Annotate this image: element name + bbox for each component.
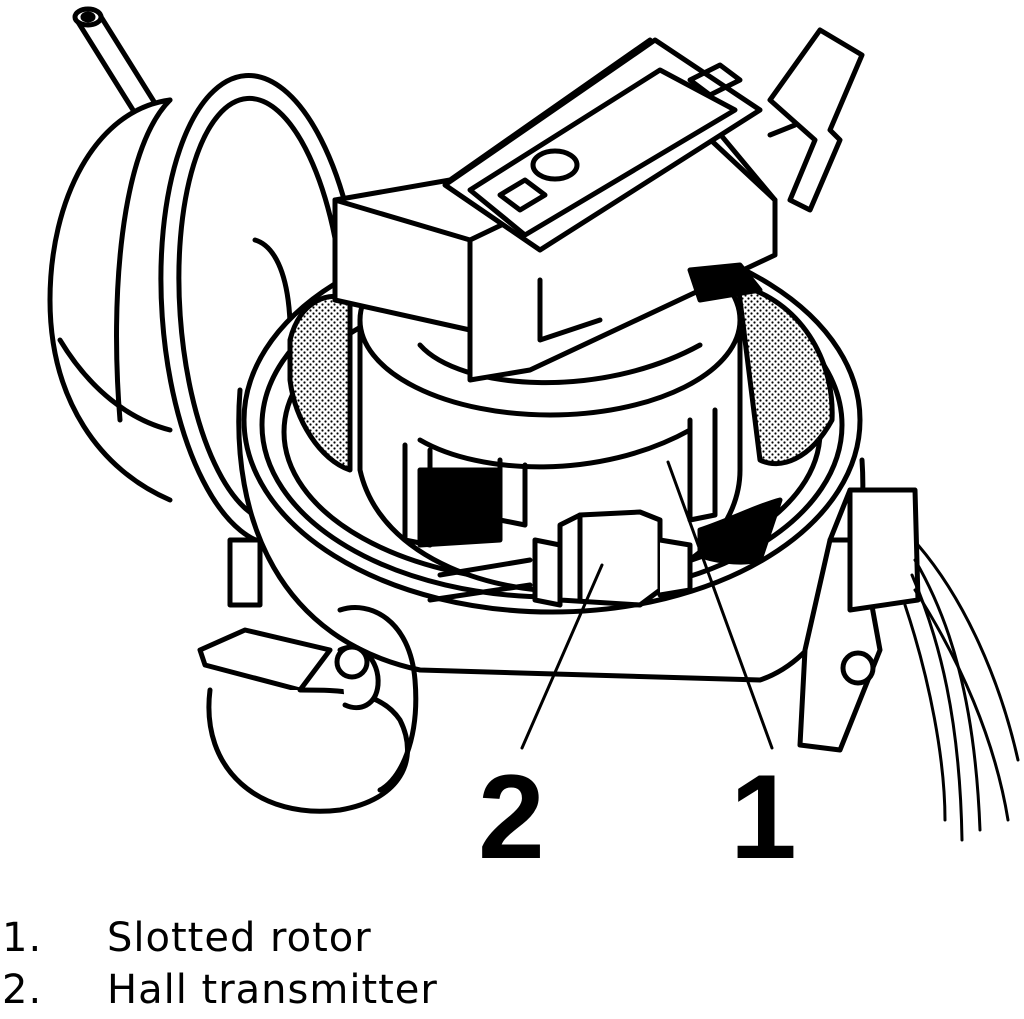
legend-number: 1. <box>2 915 43 961</box>
callout-label-2: 2 <box>478 750 545 880</box>
housing-shadows <box>417 262 783 565</box>
legend: 1. Slotted rotor 2. Hall transmitter <box>0 915 700 1019</box>
legend-item-slotted-rotor: 1. Slotted rotor <box>0 915 700 967</box>
connector-clamp-right <box>797 487 921 753</box>
cap-clip-right <box>767 27 865 213</box>
legend-text: Hall transmitter <box>107 967 438 1013</box>
rotor-arm <box>332 37 778 383</box>
callout-label-1: 1 <box>730 750 797 880</box>
leader-lines <box>520 460 774 750</box>
wiring-harness <box>903 543 1020 842</box>
hall-transmitter <box>427 509 693 608</box>
legend-text: Slotted rotor <box>107 915 372 961</box>
vacuum-tube <box>72 6 161 121</box>
distributor-illustration: 2 1 <box>47 6 1020 880</box>
legend-number: 2. <box>2 967 43 1013</box>
legend-item-hall-transmitter: 2. Hall transmitter <box>0 967 700 1019</box>
spring-clip-left <box>197 537 419 814</box>
